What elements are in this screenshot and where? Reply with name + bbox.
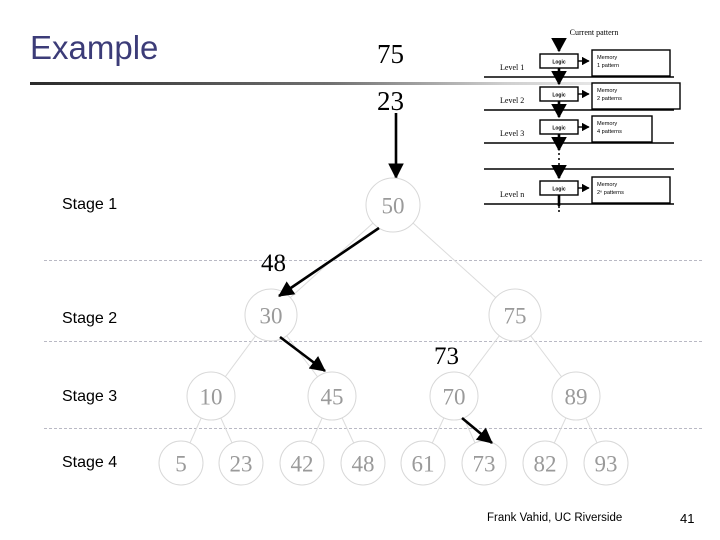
tree-node-48[interactable]: 48 bbox=[340, 440, 386, 486]
queue-pattern-value-1: 75 bbox=[377, 39, 404, 69]
tree-edges bbox=[180, 204, 607, 464]
memory-block-line1: Memory bbox=[597, 88, 617, 94]
memory-block-line2: 2ⁿ patterns bbox=[597, 189, 624, 196]
title-divider-rule bbox=[30, 82, 690, 85]
tree-node-label: 45 bbox=[321, 385, 344, 410]
search-label-48: 48 bbox=[261, 250, 286, 277]
memory-block-3[interactable] bbox=[591, 115, 653, 143]
logic-block-label: Logic bbox=[552, 126, 566, 132]
tree-node-label: 50 bbox=[382, 194, 405, 219]
page-title: Example bbox=[30, 29, 159, 66]
tree-node-75[interactable]: 75 bbox=[488, 288, 542, 342]
stage-divider-3 bbox=[44, 428, 702, 430]
search-label-73: 73 bbox=[434, 343, 459, 370]
pipeline-ellipsis-icon bbox=[558, 153, 560, 165]
pipeline-level-2: Logic Memory 2 patterns Level 2 bbox=[484, 82, 681, 111]
level-label-n: Level n bbox=[500, 190, 524, 199]
queue-pattern-value-2: 23 bbox=[377, 86, 404, 116]
search-arrow-50-to-30 bbox=[278, 226, 380, 298]
stage-divider-2 bbox=[44, 341, 702, 343]
search-arrow-70-to-73 bbox=[461, 417, 493, 444]
stage-divider-1 bbox=[44, 260, 702, 262]
tree-node-label: 48 bbox=[352, 452, 375, 477]
tree-node-label: 10 bbox=[200, 385, 223, 410]
footer-page-number: 41 bbox=[680, 511, 695, 526]
tree-node-93[interactable]: 93 bbox=[583, 440, 629, 486]
tree-node-70[interactable]: 70 bbox=[429, 371, 479, 421]
search-arrow-30-to-45 bbox=[279, 335, 326, 373]
tree-node-label: 61 bbox=[412, 452, 435, 477]
pipeline-ellipsis-bottom-icon bbox=[558, 206, 560, 212]
level-label-2: Level 2 bbox=[500, 96, 524, 105]
tree-node-label: 75 bbox=[504, 304, 527, 329]
pipeline-level-3: Logic Memory 4 patterns Level 3 bbox=[484, 115, 674, 144]
tree-node-label: 30 bbox=[260, 304, 283, 329]
stage-label-1: Stage 1 bbox=[62, 196, 118, 213]
logic-block-label: Logic bbox=[552, 60, 566, 66]
tree-node-label: 93 bbox=[595, 452, 618, 477]
tree-node-5[interactable]: 5 bbox=[158, 440, 204, 486]
stage-label-3: Stage 3 bbox=[62, 388, 118, 405]
memory-block-n[interactable] bbox=[591, 176, 671, 204]
tree-node-10[interactable]: 10 bbox=[186, 371, 236, 421]
stage-label-4: Stage 4 bbox=[62, 454, 118, 471]
tree-node-label: 5 bbox=[175, 452, 187, 477]
logic-block-label: Logic bbox=[552, 187, 566, 193]
logic-block-label: Logic bbox=[552, 93, 566, 99]
tree-node-label: 42 bbox=[291, 452, 314, 477]
tree-node-30[interactable]: 30 bbox=[244, 288, 298, 342]
pipeline-level-n: Logic Memory 2ⁿ patterns Level n bbox=[484, 176, 674, 205]
tree-node-50[interactable]: 50 bbox=[365, 177, 421, 233]
memory-block-line1: Memory bbox=[597, 121, 617, 127]
memory-block-line2: 2 patterns bbox=[597, 96, 622, 102]
tree-node-42[interactable]: 42 bbox=[279, 440, 325, 486]
memory-block-line1: Memory bbox=[597, 55, 617, 61]
level-label-3: Level 3 bbox=[500, 129, 524, 138]
level-label-1: Level 1 bbox=[500, 63, 524, 72]
tree-node-89[interactable]: 89 bbox=[551, 371, 601, 421]
memory-block-1[interactable] bbox=[591, 49, 671, 77]
tree-node-45[interactable]: 45 bbox=[307, 371, 357, 421]
tree-node-label: 23 bbox=[230, 452, 253, 477]
footer-credit: Frank Vahid, UC Riverside bbox=[487, 512, 623, 524]
tree-node-label: 89 bbox=[565, 385, 588, 410]
memory-block-line2: 1 pattern bbox=[597, 63, 619, 69]
memory-block-line1: Memory bbox=[597, 182, 617, 188]
tree-node-label: 82 bbox=[534, 452, 557, 477]
tree-node-61[interactable]: 61 bbox=[400, 440, 446, 486]
pipeline-caption: Current pattern bbox=[570, 28, 619, 37]
pipeline-architecture-diagram: Current pattern Logic Memory 1 pattern L… bbox=[484, 26, 716, 212]
memory-block-2[interactable] bbox=[591, 82, 681, 110]
pipeline-level-1: Logic Memory 1 pattern Level 1 bbox=[484, 49, 674, 78]
tree-node-23[interactable]: 23 bbox=[218, 440, 264, 486]
memory-block-line2: 4 patterns bbox=[597, 129, 622, 135]
tree-node-73[interactable]: 73 bbox=[461, 440, 507, 486]
tree-node-82[interactable]: 82 bbox=[522, 440, 568, 486]
tree-node-label: 73 bbox=[473, 452, 496, 477]
stage-label-2: Stage 2 bbox=[62, 310, 118, 327]
tree-node-label: 70 bbox=[443, 385, 466, 410]
